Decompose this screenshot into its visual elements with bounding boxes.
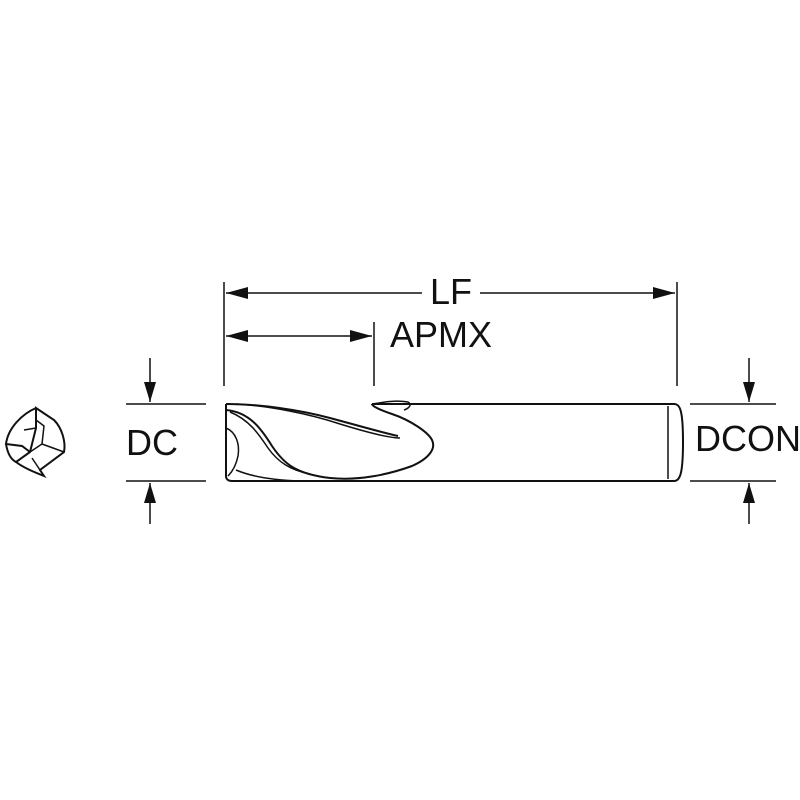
apmx-label: APMX	[390, 314, 492, 355]
dcon-arrow-bottom	[743, 483, 755, 503]
flute-helix-2	[235, 403, 401, 439]
dcon-arrow-top	[743, 382, 755, 402]
apmx-arrow-right	[350, 330, 372, 342]
dc-arrow-bottom	[144, 483, 156, 503]
dc-label: DC	[126, 422, 178, 463]
dcon-dimension: DCON	[690, 358, 800, 524]
dcon-label: DCON	[695, 418, 800, 459]
flute-runout	[371, 400, 411, 411]
end-view-cross-section	[4, 406, 66, 479]
apmx-arrow-left	[226, 330, 248, 342]
flute-helix-1	[229, 411, 311, 475]
lf-label: LF	[430, 271, 472, 312]
dc-dimension: DC	[126, 358, 206, 524]
apmx-dimension: APMX	[226, 314, 492, 386]
end-mill-side-view	[225, 400, 685, 482]
lf-arrow-right	[653, 287, 675, 299]
dc-arrow-top	[144, 382, 156, 402]
lf-arrow-left	[226, 287, 248, 299]
shank-outline	[225, 403, 685, 482]
flute-edge-2	[225, 403, 435, 480]
flute-lower-edge	[235, 469, 301, 482]
flute-gash	[225, 427, 240, 477]
lf-dimension: LF	[223, 271, 678, 386]
